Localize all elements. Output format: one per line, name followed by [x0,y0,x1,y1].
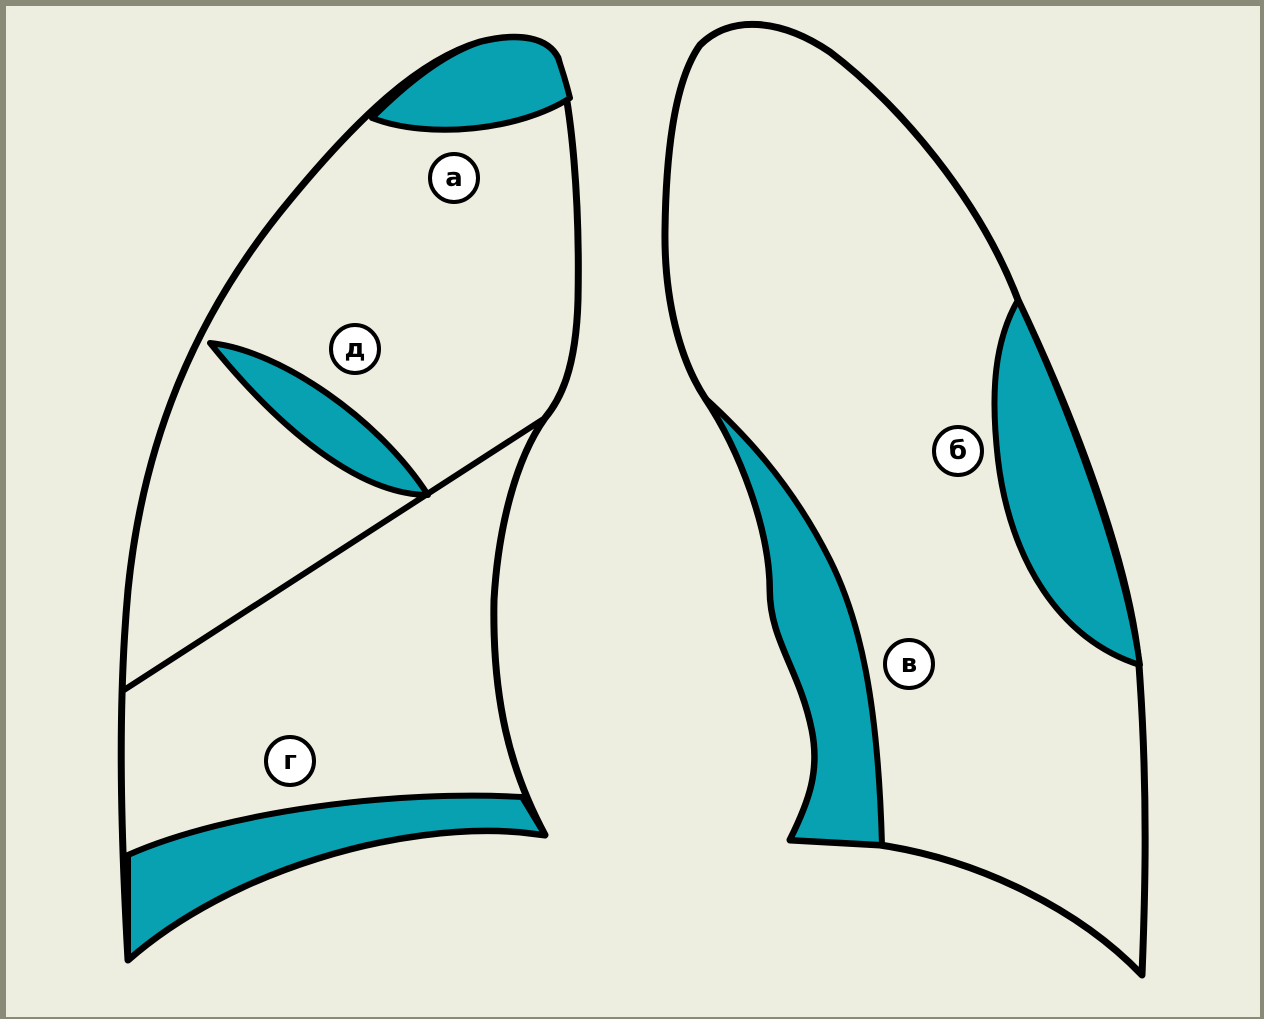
marker-g: г [266,737,314,785]
marker-d-label: д [345,334,366,364]
marker-g-label: г [283,746,297,776]
marker-b-label: б [949,436,967,466]
marker-a: а [430,154,478,202]
left-lung [665,24,1145,975]
marker-v: в [885,640,933,688]
marker-a-label: а [445,163,463,193]
marker-d: д [331,325,379,373]
marker-v-label: в [901,649,917,679]
marker-b: б [934,427,982,475]
right-lung [121,37,578,960]
